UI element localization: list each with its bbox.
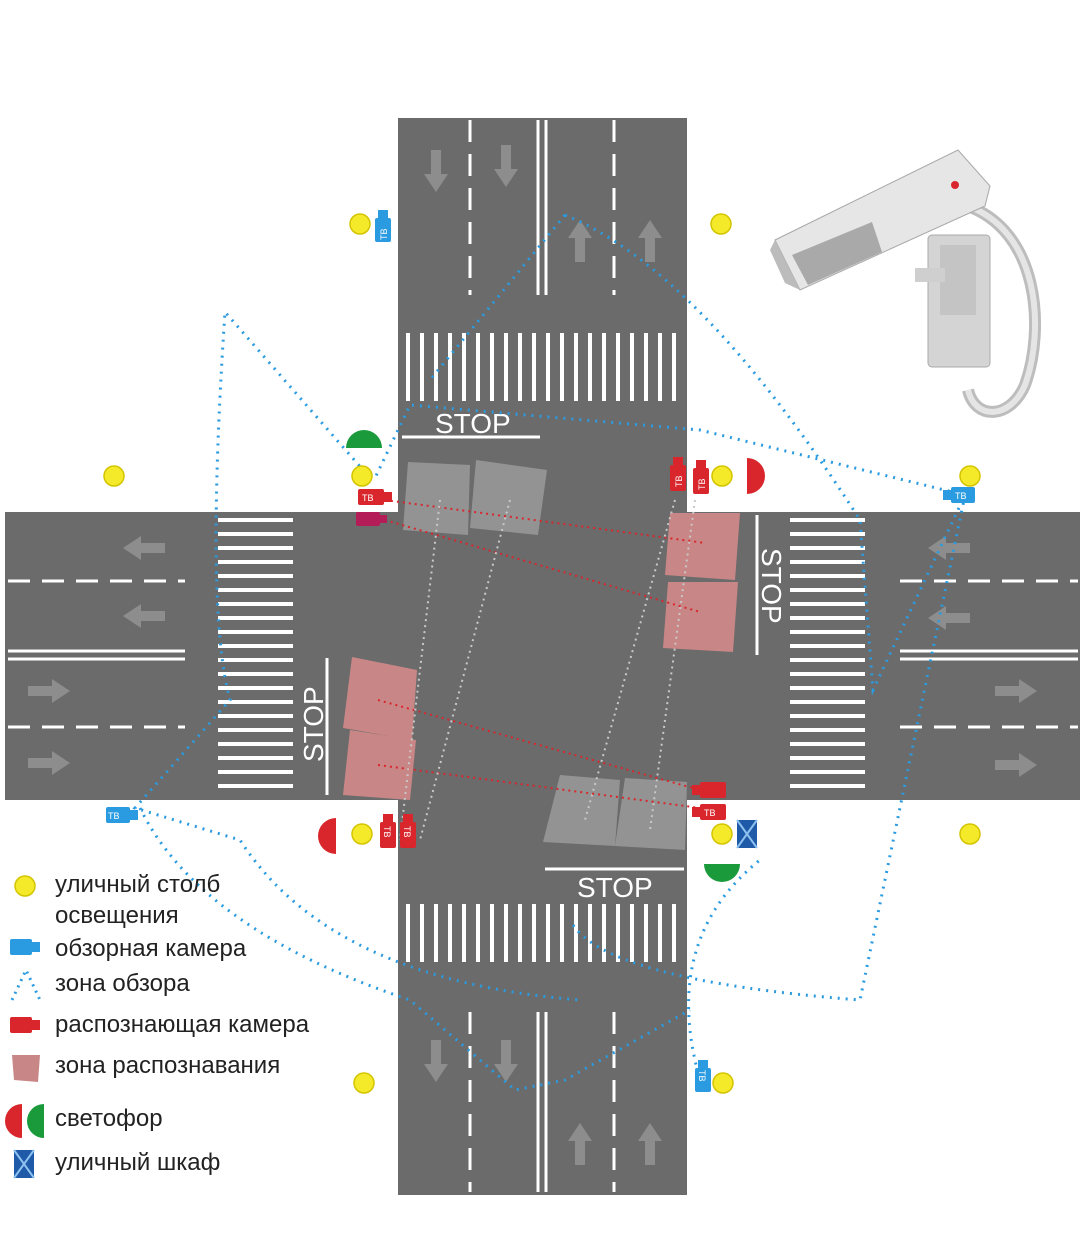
street-pole-icon (710, 213, 732, 235)
crosswalk-left (218, 515, 293, 797)
overview-camera-icon: ТВ (943, 487, 975, 503)
recognition-camera-icon: ТВ (693, 460, 709, 494)
overview-camera-icon: ТВ (695, 1060, 711, 1092)
street-pole-icon (14, 875, 36, 897)
traffic-light-icon (5, 1104, 22, 1138)
recognition-camera-icon: ТВ (692, 804, 726, 820)
svg-text:ТВ: ТВ (379, 228, 389, 240)
recognition-camera-icon: ТВ (380, 814, 396, 848)
traffic-light-icon (27, 1104, 44, 1138)
overview-camera-icon (10, 939, 40, 955)
traffic-light-icon (747, 458, 765, 494)
street-pole-icon (353, 1072, 375, 1094)
lane-markings (8, 120, 1078, 1192)
street-pole-icon (349, 213, 371, 235)
recognition-beams (377, 499, 706, 809)
recognition-camera-icon (10, 1017, 40, 1033)
recognition-zone-icon (12, 1055, 40, 1082)
svg-text:ТВ: ТВ (362, 493, 374, 503)
street-cabinet-icon (736, 819, 758, 849)
traffic-light-icon (318, 818, 336, 854)
svg-text:ТВ: ТВ (382, 826, 392, 838)
street-pole-icon (103, 465, 125, 487)
overview-cameras: ТВ ТВ ТВ ТВ (106, 210, 975, 1092)
crosswalk-right (790, 515, 865, 797)
recognition-camera-icon: ТВ (670, 457, 686, 491)
overview-camera-icon: ТВ (375, 210, 391, 242)
svg-text:ТВ: ТВ (704, 808, 716, 818)
svg-text:ТВ: ТВ (674, 475, 684, 487)
view-zone-outlines (132, 213, 967, 1092)
street-pole-icon (351, 465, 373, 487)
recognition-camera-icon: ТВ (358, 489, 392, 505)
recognition-camera-icon (356, 512, 387, 526)
street-pole-icon (712, 1072, 734, 1094)
crosswalk-top (402, 333, 684, 401)
street-pole-icon (711, 823, 733, 845)
crosswalk-bottom (402, 904, 684, 962)
street-pole-icon (959, 823, 981, 845)
recognition-camera-icon: ТВ (400, 814, 416, 848)
view-zone-icon (10, 966, 42, 1001)
street-pole-icon (711, 465, 733, 487)
svg-text:ТВ: ТВ (955, 491, 967, 501)
street-poles (103, 213, 981, 1094)
legend-symbols (5, 875, 44, 1179)
svg-text:ТВ: ТВ (402, 826, 412, 838)
overview-camera-icon: ТВ (106, 807, 138, 823)
stop-label-right: STOP (756, 548, 787, 624)
recognition-camera-icon (692, 782, 726, 798)
road-horizontal (5, 512, 1080, 800)
direction-arrows (28, 145, 1037, 1165)
recognition-cameras: ТВ ТВ ТВ ТВ ТВ (356, 457, 726, 848)
street-pole-icon (959, 465, 981, 487)
street-pole-icon (351, 823, 373, 845)
traffic-light-icon (704, 864, 740, 882)
street-cabinet-icon (13, 1149, 35, 1179)
svg-text:ТВ: ТВ (108, 811, 120, 821)
cctv-camera-illustration (770, 149, 1042, 418)
svg-text:ТВ: ТВ (697, 1070, 707, 1082)
stop-label-bottom: STOP (577, 872, 653, 903)
stop-label-left: STOP (298, 686, 329, 762)
traffic-light-icon (346, 430, 382, 448)
traffic-lights (318, 430, 765, 882)
svg-text:ТВ: ТВ (697, 478, 707, 490)
stop-label-top: STOP (435, 408, 511, 439)
view-beams (399, 499, 696, 841)
